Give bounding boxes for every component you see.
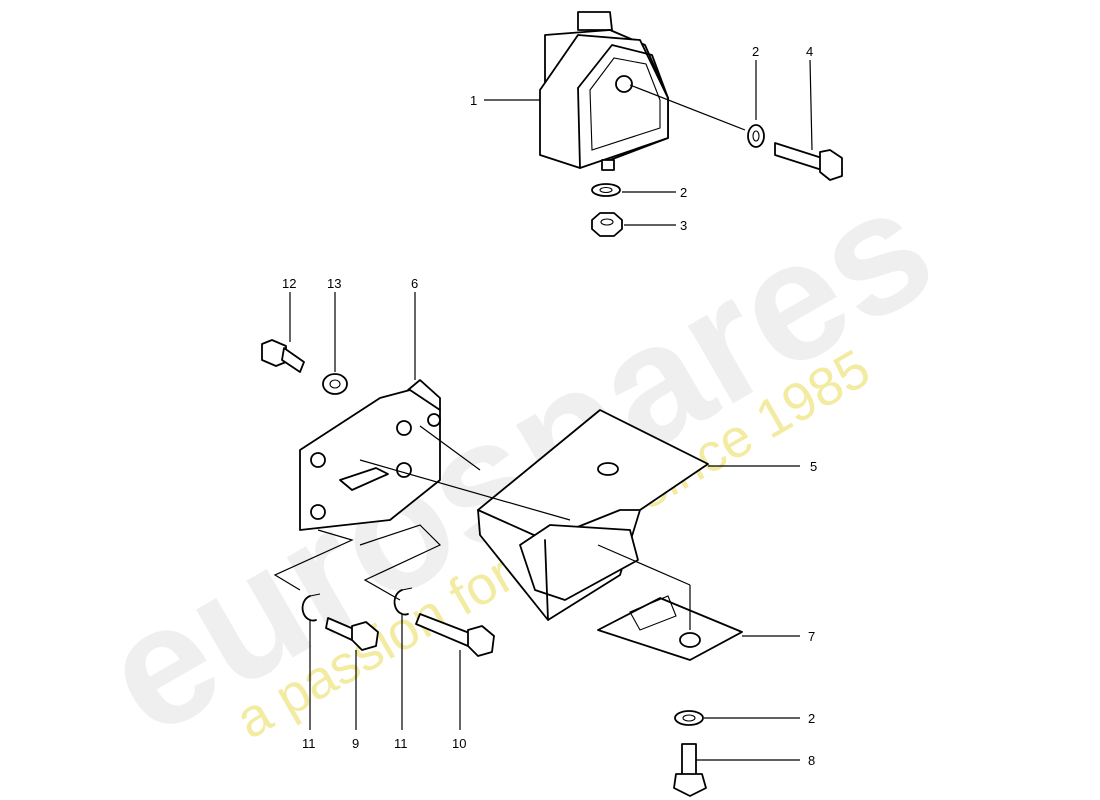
circlip-part[interactable] <box>393 587 413 616</box>
callout-2: 2 <box>808 711 815 726</box>
callout-11: 11 <box>302 736 316 751</box>
callout-2: 2 <box>680 185 687 200</box>
watermark: eurospares a passion for parts since 198… <box>74 149 963 772</box>
callout-4: 4 <box>806 44 813 59</box>
bolt-part[interactable] <box>415 613 495 657</box>
callout-10: 10 <box>452 736 466 751</box>
callout-13: 13 <box>327 276 341 291</box>
callout-5: 5 <box>810 459 817 474</box>
washer-part[interactable] <box>747 124 765 148</box>
callout-1: 1 <box>470 93 477 108</box>
bolt-part[interactable] <box>261 339 305 373</box>
watermark-logo: eurospares <box>74 149 963 772</box>
callout-7: 7 <box>808 629 815 644</box>
circlip-part[interactable] <box>301 593 321 622</box>
callout-3: 3 <box>680 218 687 233</box>
washer-part[interactable] <box>322 373 348 395</box>
bolt-part[interactable] <box>673 743 707 797</box>
callout-8: 8 <box>808 753 815 768</box>
nut-part[interactable] <box>591 212 623 237</box>
washer-part[interactable] <box>591 183 621 197</box>
callout-labels: 1 2 4 2 3 12 13 6 5 7 2 8 11 9 11 10 <box>282 44 817 768</box>
washer-part[interactable] <box>674 710 704 726</box>
crossmember-part[interactable] <box>477 409 709 621</box>
callout-12: 12 <box>282 276 296 291</box>
plate-part[interactable] <box>597 595 743 661</box>
bolt-part[interactable] <box>325 617 379 651</box>
callout-9: 9 <box>352 736 359 751</box>
callout-6: 6 <box>411 276 418 291</box>
bracket-part[interactable] <box>299 379 441 531</box>
callout-2: 2 <box>752 44 759 59</box>
bolt-part[interactable] <box>774 142 843 181</box>
engine-mount-part[interactable] <box>539 11 669 171</box>
callout-11: 11 <box>394 736 408 751</box>
